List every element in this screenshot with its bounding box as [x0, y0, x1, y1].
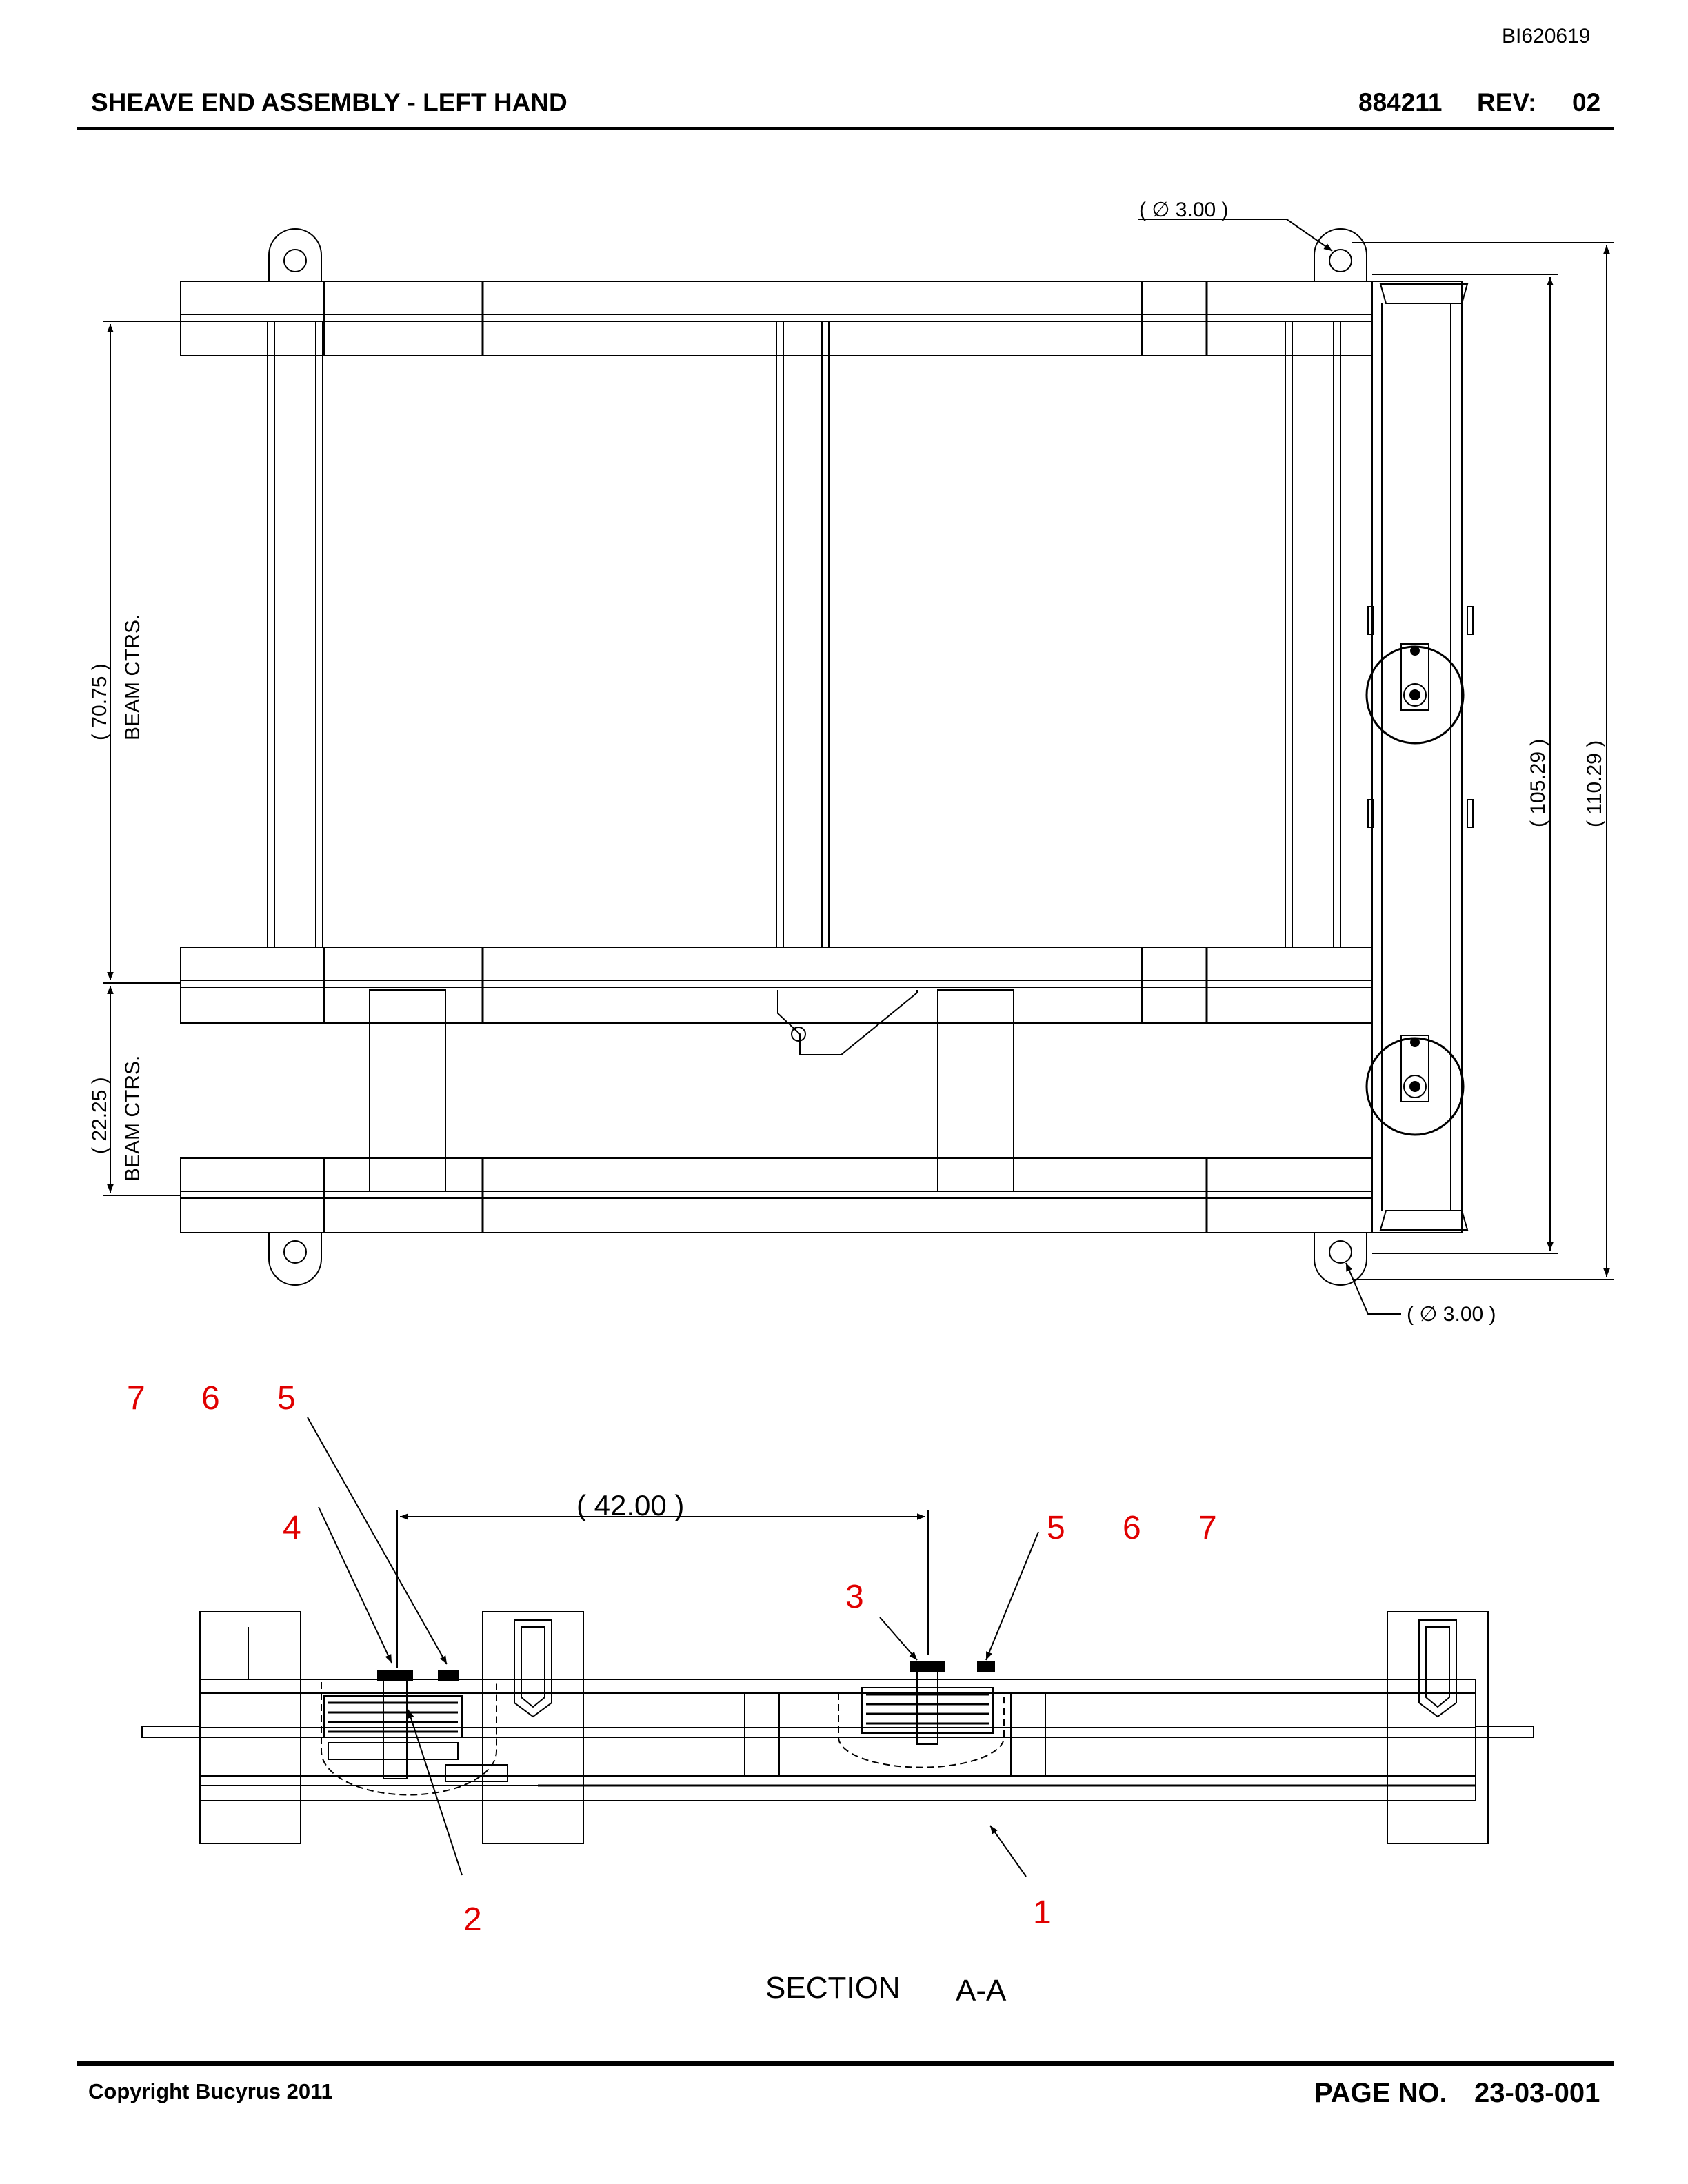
callout-3: 3	[845, 1579, 864, 1615]
hole-dia-bottom-label: ( ∅ 3.00 )	[1407, 1303, 1496, 1326]
section-width-dim: ( 42.00 )	[576, 1489, 684, 1521]
height-outer-value: ( 110.29 )	[1583, 740, 1606, 827]
copyright-text: Copyright Bucyrus 2011	[88, 2079, 333, 2103]
section-id: A-A	[956, 1974, 1007, 2008]
beam-ctrs-upper-label: BEAM CTRS.	[121, 614, 144, 740]
lifting-lug-top-right	[1314, 228, 1367, 281]
callout-7-right: 7	[1198, 1510, 1217, 1546]
header-rule	[77, 127, 1614, 130]
beam-ctrs-lower-value: ( 22.25 )	[88, 1077, 111, 1154]
beam-middle	[180, 947, 1373, 1024]
leader-5-left	[307, 1417, 448, 1665]
leader-1	[989, 1825, 1027, 1877]
hole-dia-top-label: ( ∅ 3.00 )	[1139, 199, 1229, 221]
top-view	[103, 219, 1614, 1315]
lifting-lug-bottom-left	[268, 1233, 322, 1286]
height-inner-value: ( 105.29 )	[1527, 739, 1549, 827]
revision-value: 02	[1572, 88, 1601, 117]
sheave-upper	[1365, 643, 1465, 745]
callout-6-left: 6	[201, 1380, 220, 1417]
page-number-label: PAGE NO.	[1314, 2078, 1447, 2108]
footer-rule	[77, 2061, 1614, 2066]
dim-beam-ctrs	[103, 321, 181, 1196]
lifting-lug-bottom-right	[1314, 1233, 1367, 1286]
document-id: BI620619	[1502, 25, 1591, 48]
callout-5-right: 5	[1047, 1510, 1065, 1546]
leader-3	[879, 1617, 918, 1661]
revision-label: REV:	[1477, 88, 1537, 117]
callout-4: 4	[283, 1510, 301, 1546]
beam-ctrs-lower-label: BEAM CTRS.	[121, 1055, 144, 1182]
callout-5-left: 5	[277, 1380, 296, 1417]
callout-1: 1	[1033, 1894, 1052, 1931]
end-frame	[1367, 281, 1474, 1233]
lifting-lug-top-left	[268, 228, 322, 281]
beam-ctrs-upper-value: ( 70.75 )	[88, 663, 111, 740]
callout-6-right: 6	[1123, 1510, 1141, 1546]
leader-2	[408, 1709, 463, 1876]
dim-heights	[1352, 242, 1614, 1280]
cross-members	[267, 321, 1341, 1192]
dim-hole-leaders	[1138, 219, 1401, 1315]
beam-bottom	[180, 1157, 1373, 1233]
leader-5-right	[985, 1531, 1039, 1661]
bracket	[777, 990, 918, 1055]
sheave-lower	[1365, 1035, 1465, 1136]
callout-2: 2	[463, 1901, 482, 1938]
leader-4	[318, 1506, 392, 1664]
callout-7-left: 7	[127, 1380, 145, 1417]
part-number: 884211	[1358, 88, 1443, 117]
section-view	[141, 1417, 1534, 1877]
page-number-value: 23-03-001	[1474, 2078, 1600, 2108]
section-label: SECTION	[765, 1971, 901, 2005]
drawing-title: SHEAVE END ASSEMBLY - LEFT HAND	[91, 88, 567, 117]
